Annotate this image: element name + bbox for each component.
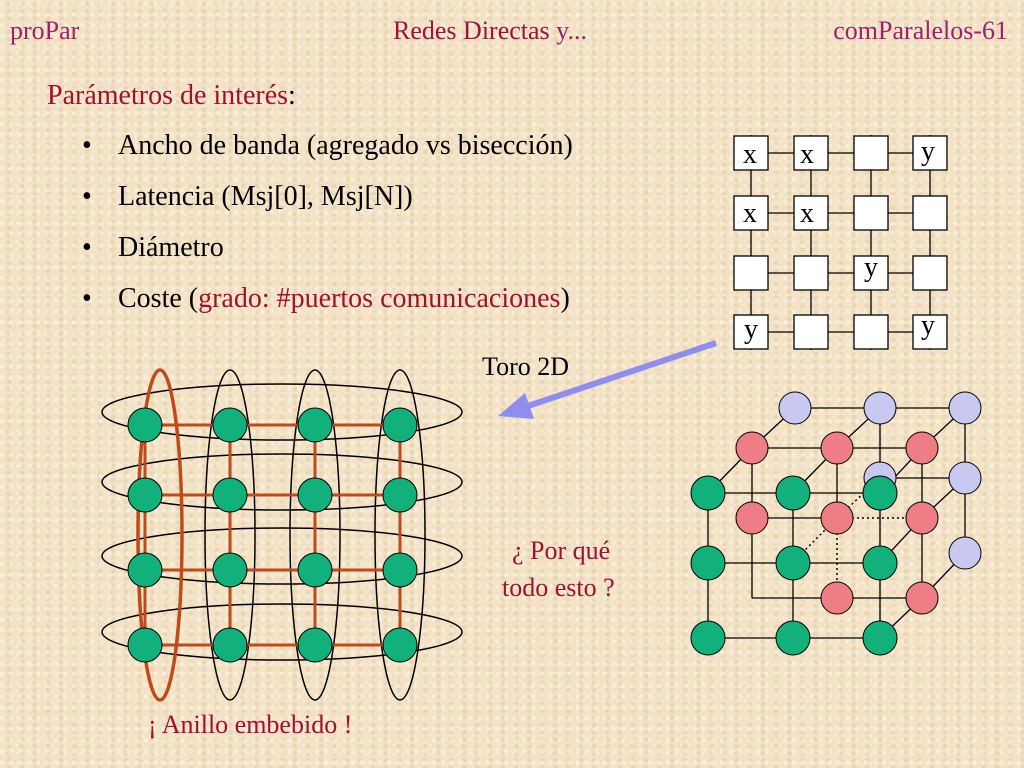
mark-r3c0: y <box>744 314 758 345</box>
mark-r1c0: x <box>743 198 757 229</box>
ring-caption: ¡ Anillo embebido ! <box>148 710 353 739</box>
cube-middle-nodes <box>735 431 939 615</box>
question-line-2: todo esto ? <box>502 573 615 602</box>
torus-label: Toro 2D <box>482 352 570 381</box>
mark-r0c0: x <box>743 139 757 170</box>
parameter-list: Ancho de banda (agregado vs bisección) L… <box>82 130 573 334</box>
torus-wrap-rows <box>101 383 463 661</box>
bullet-bandwidth-text: Ancho de banda (agregado vs bisección) <box>118 130 573 161</box>
bullet-cost-post: ) <box>560 283 570 314</box>
arrow-to-torus <box>498 340 717 419</box>
bullet-cost: Coste (grado: #puertos comunicaciones) <box>82 283 573 334</box>
bullet-diameter-text: Diámetro <box>118 232 224 263</box>
bullet-cost-pre: Coste ( <box>118 283 199 314</box>
mark-r1c1: x <box>800 198 814 229</box>
cube-front-nodes <box>690 475 898 656</box>
mark-r0c3: y <box>921 136 935 167</box>
bullet-cost-red: grado: #puertos comunicaciones <box>198 283 561 314</box>
torus-grid-links <box>143 423 402 647</box>
torus-wrap-cols <box>204 369 426 701</box>
mesh-marks: x x y x x y y y <box>743 136 935 345</box>
header-center-main: Redes Directas <box>393 16 550 45</box>
header-left: proPar <box>10 16 80 45</box>
section-subtitle: Parámetros de interés: <box>47 80 296 112</box>
bullet-latency-text: Latencia (Msj[0], Msj[N]) <box>118 181 413 212</box>
mark-r0c1: x <box>800 139 814 170</box>
header-center-tail: y... <box>549 16 587 45</box>
bullet-latency: Latencia (Msj[0], Msj[N]) <box>82 181 573 232</box>
mark-r2c2: y <box>864 252 878 283</box>
header-right: comParalelos-61 <box>833 16 1008 45</box>
embedded-ring <box>136 368 184 702</box>
mark-r3c3: y <box>921 310 935 341</box>
subtitle-text: Parámetros de interés <box>47 80 289 111</box>
bullet-bandwidth: Ancho de banda (agregado vs bisección) <box>82 130 573 181</box>
header-center: Redes Directas y... <box>393 16 587 46</box>
question-line-1: ¿ Por qué <box>512 536 611 565</box>
subtitle-colon: : <box>288 80 296 111</box>
mesh-grid <box>740 135 946 350</box>
torus-nodes <box>127 407 418 663</box>
bullet-diameter: Diámetro <box>82 232 573 283</box>
mesh-nodes <box>733 135 948 350</box>
